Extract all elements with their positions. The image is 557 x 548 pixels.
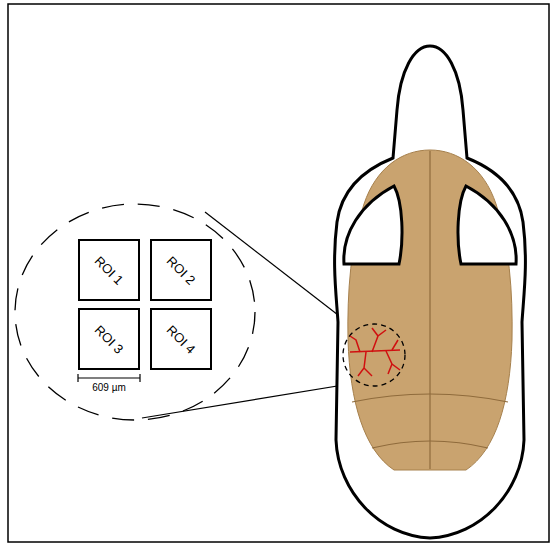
inset-outline xyxy=(15,204,255,420)
imaging-window xyxy=(343,324,405,386)
roi-box: ROI 3 xyxy=(78,308,140,370)
blood-vessels xyxy=(350,328,400,376)
eye-socket xyxy=(344,186,402,264)
brain-fissure xyxy=(352,394,508,402)
skull-outline xyxy=(335,46,526,538)
roi-label: ROI 1 xyxy=(92,253,127,288)
roi-label: ROI 2 xyxy=(164,253,199,288)
eye-socket xyxy=(458,186,516,264)
scale-tick xyxy=(77,374,78,382)
scale-tick xyxy=(139,374,140,382)
roi-label: ROI 4 xyxy=(164,322,199,357)
roi-box: ROI 1 xyxy=(78,239,140,301)
brain xyxy=(348,150,512,470)
roi-box: ROI 2 xyxy=(150,239,212,301)
brain-midline xyxy=(429,151,430,469)
scale-bar xyxy=(78,377,140,378)
roi-box: ROI 4 xyxy=(150,308,212,370)
frame xyxy=(8,4,549,542)
roi-label: ROI 3 xyxy=(92,322,127,357)
scale-label: 609 µm xyxy=(78,382,140,393)
brain-fissure xyxy=(372,441,488,448)
